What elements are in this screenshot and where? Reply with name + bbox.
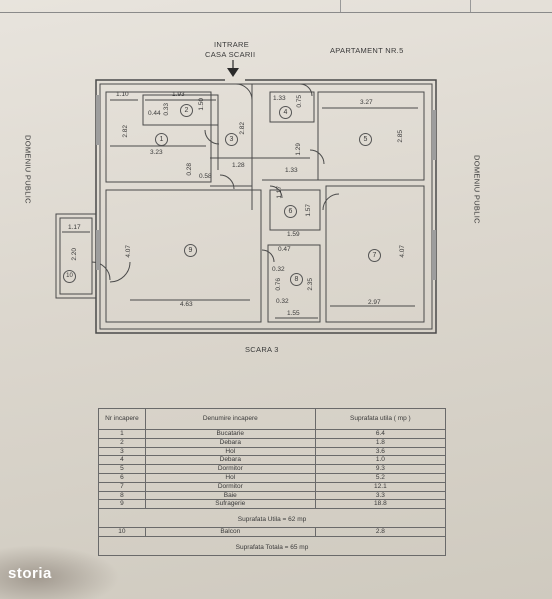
dimension-label: 1.33 [273, 95, 286, 102]
dimension-label: 1.50 [198, 98, 205, 111]
dimension-label: 2.35 [307, 278, 314, 291]
public-domain-left: DOMENIU PUBLIC [23, 135, 33, 204]
dimension-label: 1.29 [295, 143, 302, 156]
dimension-label: 0.32 [272, 266, 285, 273]
room-number-4: 4 [279, 106, 292, 119]
dimension-label: 4.63 [180, 301, 193, 308]
public-domain-right: DOMENIU PUBLIC [472, 155, 482, 224]
column-header-name: Denumire incapere [144, 408, 316, 430]
dimension-label: 2.85 [397, 130, 404, 143]
useful-area-total-row: Suprafata Utila = 62 mp [98, 508, 446, 529]
total-area: Suprafata Totala = 65 mp [98, 535, 446, 556]
watermark-shadow [0, 545, 120, 599]
stair-label: SCARA 3 [245, 345, 279, 354]
room-number-8: 8 [290, 273, 303, 286]
dimension-label: 4.07 [125, 245, 132, 258]
dimension-label: 1.33 [285, 167, 298, 174]
table-header-row: Nr incapere Denumire incapere Suprafata … [98, 408, 447, 430]
dimension-label: 1.57 [305, 204, 312, 217]
useful-area-total: Suprafata Utila = 62 mp [98, 508, 446, 529]
dimension-label: 0.44 [148, 110, 161, 117]
apartment-label: APARTAMENT NR.5 [330, 46, 404, 55]
dimension-label: 1.10 [116, 91, 129, 98]
dimension-label: 0.47 [278, 246, 291, 253]
top-border-line [0, 0, 552, 13]
dimension-label: 0.28 [186, 163, 193, 176]
dimension-label: 0.58 [199, 173, 212, 180]
dimension-label: 1.55 [287, 310, 300, 317]
room-number-9: 9 [184, 244, 197, 257]
dimension-label: 4.07 [399, 245, 406, 258]
dimension-label: 1.93 [172, 91, 185, 98]
dimension-label: 1.59 [287, 231, 300, 238]
column-header-area: Suprafata utila ( mp ) [314, 408, 447, 430]
total-area-row: Suprafata Totala = 65 mp [98, 535, 446, 556]
dimension-label: 1.17 [68, 224, 81, 231]
entrance-arrow-icon [227, 60, 239, 77]
room-number-7: 7 [368, 249, 381, 262]
dimension-label: 2.20 [71, 248, 78, 261]
storia-watermark-logo: storia [8, 564, 52, 582]
floor-plan-drawing [55, 60, 437, 334]
dimension-label: 1.17 [276, 186, 283, 199]
dimension-label: 2.97 [368, 299, 381, 306]
entrance-label: INTRARE [214, 40, 250, 49]
area-table: Nr incapere Denumire incapere Suprafata … [98, 408, 447, 556]
room-number-10: 10 [63, 270, 76, 283]
dimension-label: 2.82 [122, 125, 129, 138]
dimension-label: 0.75 [296, 95, 303, 108]
dimension-label: 2.82 [239, 122, 246, 135]
room-number-3: 3 [225, 133, 238, 146]
dimension-label: 0.32 [276, 298, 289, 305]
entrance-sub-label: CASA SCARII [205, 50, 256, 59]
dimension-label: 3.27 [360, 99, 373, 106]
dimension-label: 1.28 [232, 162, 245, 169]
dimension-label: 3.23 [150, 149, 163, 156]
dimension-label: 0.76 [275, 278, 282, 291]
room-number-5: 5 [359, 133, 372, 146]
room-number-1: 1 [155, 133, 168, 146]
room-number-2: 2 [180, 104, 193, 117]
room-number-6: 6 [284, 205, 297, 218]
dimension-label: 0.33 [163, 103, 170, 116]
column-header-nr: Nr incapere [98, 408, 146, 430]
